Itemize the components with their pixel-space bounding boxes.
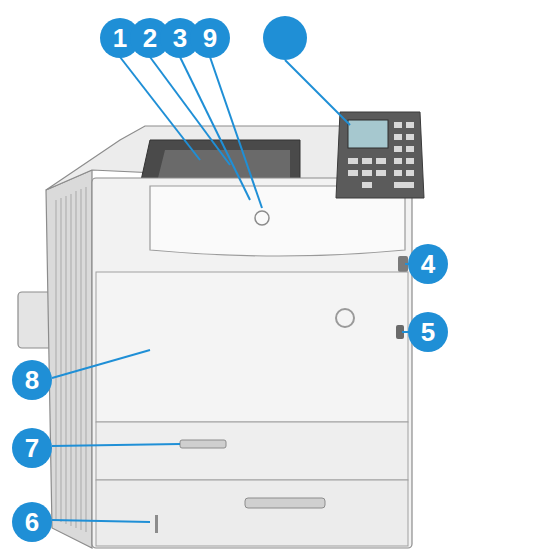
brand-logo [336,309,354,327]
leader-line [52,444,180,446]
callout-number: 7 [12,428,52,468]
callout-label: 9 [203,25,217,51]
side-panel [46,170,92,548]
callout-number: 4 [408,244,448,284]
callout-number: 6 [12,502,52,542]
leader-line [52,350,150,378]
callout-label: 2 [143,25,157,51]
leader-line [285,60,350,125]
tray-handle [245,498,325,508]
callout-number: 5 [408,312,448,352]
tray-gauge [155,515,158,533]
callout-label: 5 [421,319,435,345]
callout-label: 6 [25,509,39,535]
leader-line [52,520,150,522]
cover-latch [255,211,269,225]
leader-line [210,57,262,208]
side-vent [56,187,86,532]
callout-number: 9 [190,18,230,58]
leader-line [180,57,250,200]
leader-lines [52,57,412,522]
front-face [92,178,412,548]
tray-indicator [180,440,226,448]
callout-label: 1 [113,25,127,51]
panel-screen [348,120,388,148]
callout-label: 8 [25,367,39,393]
tray-2 [96,480,408,546]
leader-line [150,57,230,165]
front-door [96,272,408,422]
callout-label: 7 [25,435,39,461]
callout-label: 4 [421,251,435,277]
tray-1 [96,422,408,480]
output-bin-paper [158,150,290,178]
blank-callout [263,16,307,60]
callout-number: 8 [12,360,52,400]
panel-keys [348,122,414,188]
callout-label: 3 [173,25,187,51]
